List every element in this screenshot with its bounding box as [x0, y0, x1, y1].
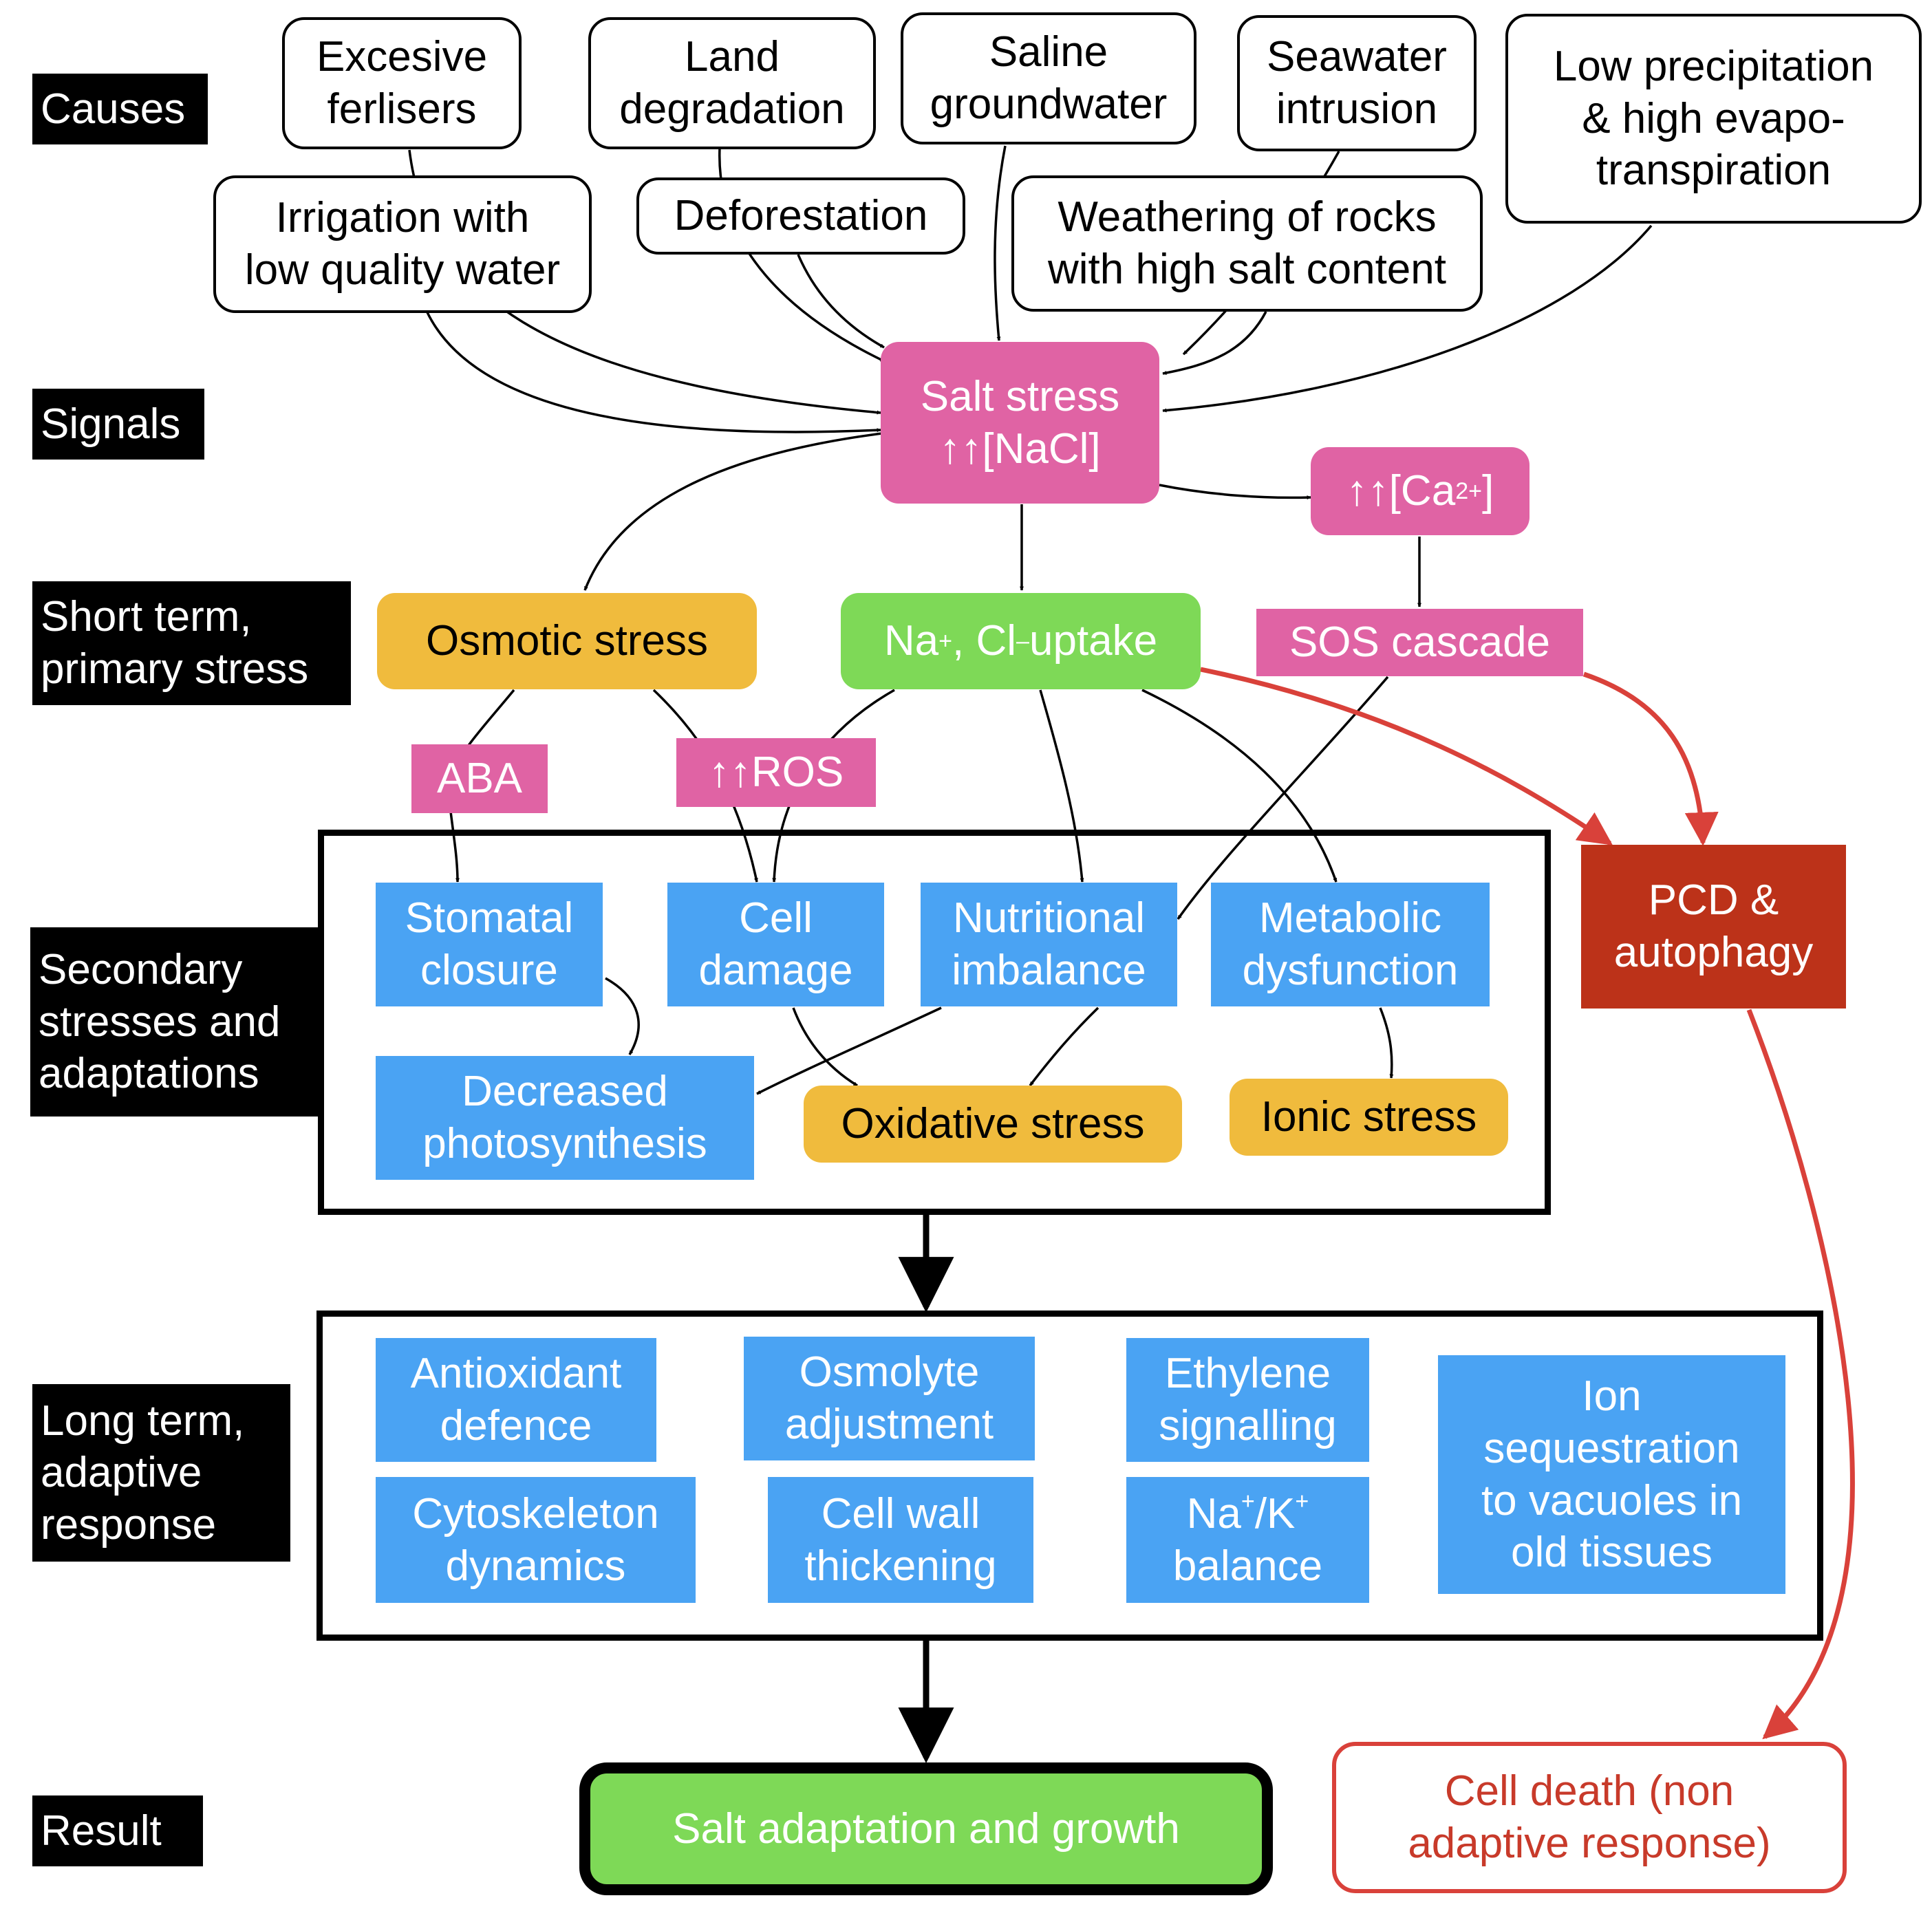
node-cell-damage: Cell damage — [667, 883, 884, 1006]
node-decreased-photosynthesis: Decreased photosynthesis — [376, 1056, 754, 1180]
node-ethylene-signalling: Ethylene signalling — [1126, 1338, 1369, 1462]
calcium-prefix: ↑↑[Ca — [1346, 467, 1456, 515]
edge-sos-nutritional — [1177, 676, 1389, 920]
frame-secondary — [318, 830, 1551, 1215]
nak-na: Na — [1186, 1489, 1241, 1538]
nak-mid: /K — [1254, 1489, 1296, 1538]
edge-deforest-salt — [797, 254, 885, 349]
edge-nutritional-oxidative — [1029, 1006, 1099, 1087]
edge-salt-calcium — [1159, 484, 1311, 500]
node-ionic-stress: Ionic stress — [1230, 1079, 1508, 1156]
row-label-causes: Causes — [32, 74, 208, 144]
uptake-na: Na — [883, 617, 939, 665]
uptake-rest: uptake — [1029, 617, 1158, 665]
node-cell-death: Cell death (non adaptive response) — [1332, 1742, 1847, 1893]
node-metabolic-dysfunction: Metabolic dysfunction — [1211, 883, 1490, 1006]
node-osmolyte-adjustment: Osmolyte adjustment — [744, 1337, 1035, 1460]
row-label-primary: Short term, primary stress — [32, 581, 351, 705]
calcium-suffix: ] — [1482, 467, 1494, 515]
node-salt-stress: Salt stress ↑↑[NaCl] — [881, 342, 1159, 504]
edge-uptake-pcd — [1200, 667, 1613, 845]
salt-stress-title: Salt stress — [920, 372, 1120, 420]
row-label-signals: Signals — [32, 389, 204, 460]
node-ros: ↑↑ROS — [676, 738, 876, 807]
cause-fertilisers: Excesive ferlisers — [282, 17, 522, 149]
node-osmotic-stress: Osmotic stress — [377, 593, 757, 689]
node-na-k-balance: Na+/K+ balance — [1126, 1477, 1369, 1603]
node-stomatal-closure: Stomatal closure — [376, 883, 603, 1006]
node-salt-adaptation: Salt adaptation and growth — [579, 1762, 1273, 1895]
node-antioxidant-defence: Antioxidant defence — [376, 1338, 656, 1462]
cause-deforestation: Deforestation — [636, 177, 965, 255]
cause-seawater-intrusion: Seawater intrusion — [1237, 15, 1477, 151]
edge-uptake-metabolic — [1141, 689, 1338, 883]
cause-irrigation: Irrigation with low quality water — [213, 175, 592, 313]
node-aba: ABA — [411, 744, 548, 813]
nak-sup1: + — [1241, 1488, 1255, 1515]
edge-groundwater-salt — [994, 145, 1007, 341]
node-ion-sequestration: Ion sequestration to vacuoles in old tis… — [1438, 1355, 1785, 1594]
node-pcd-autophagy: PCD & autophagy — [1581, 845, 1846, 1009]
uptake-cl: , Cl — [952, 617, 1017, 665]
edge-irrigation-salt — [425, 310, 881, 433]
node-oxidative-stress: Oxidative stress — [804, 1086, 1182, 1163]
edge-uptake-nutritional — [1039, 689, 1084, 883]
edge-celldamage-oxidative — [792, 1007, 858, 1087]
edge-precip-salt — [1162, 224, 1653, 413]
cause-low-precipitation: Low precipitation & high evapo- transpir… — [1505, 14, 1922, 224]
node-nutritional-imbalance: Nutritional imbalance — [921, 883, 1177, 1006]
node-cell-wall-thickening: Cell wall thickening — [768, 1477, 1033, 1603]
edge-weathering-salt — [1162, 311, 1267, 375]
node-na-cl-uptake: Na+, Cl– uptake — [841, 593, 1201, 689]
edge-pcd-death — [1746, 1009, 1855, 1740]
node-sos-cascade: SOS cascade — [1256, 609, 1583, 676]
node-cytoskeleton-dynamics: Cytoskeleton dynamics — [376, 1477, 696, 1603]
nak-sup2: + — [1295, 1488, 1309, 1515]
edge-sos-pcd — [1582, 671, 1719, 846]
row-label-secondary: Secondary stresses and adaptations — [30, 927, 323, 1117]
row-label-result: Result — [32, 1795, 203, 1866]
frame-longterm — [316, 1311, 1823, 1641]
cause-weathering: Weathering of rocks with high salt conte… — [1011, 175, 1483, 312]
cause-land-degradation: Land degradation — [588, 17, 876, 149]
edge-stomatal-photo — [605, 977, 640, 1055]
edge-metabolic-ionic — [1379, 1007, 1394, 1079]
cause-saline-groundwater: Saline groundwater — [901, 12, 1196, 144]
nak-rest: balance — [1172, 1542, 1323, 1590]
row-label-longterm: Long term, adaptive response — [32, 1384, 290, 1562]
edge-salt-osmotic — [583, 432, 883, 591]
salt-stress-nacl: ↑↑[NaCl] — [939, 424, 1101, 473]
edge-nutritional-photo — [756, 1006, 942, 1095]
